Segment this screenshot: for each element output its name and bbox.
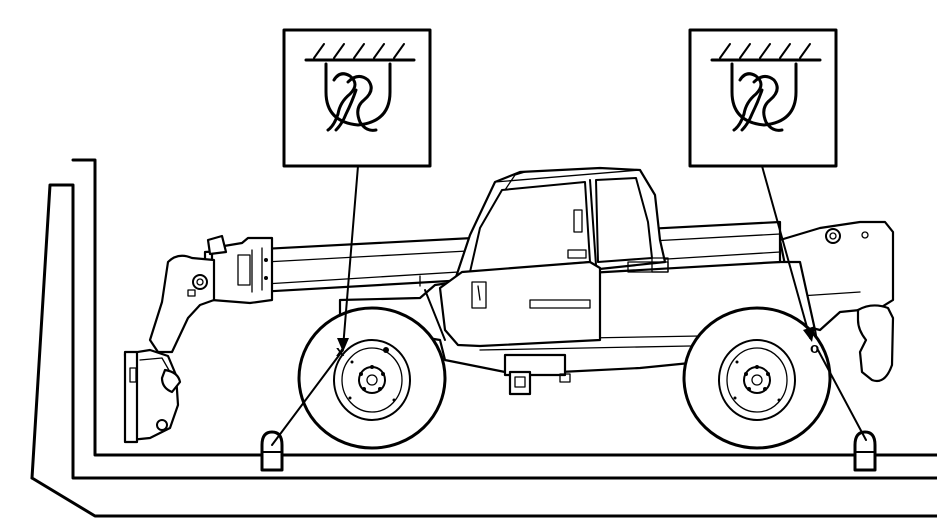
front-tie-down-callout [282,28,432,352]
rear-tie-down-callout [688,28,838,342]
front-wheel [297,306,447,450]
fork-carriage-arm [123,254,216,444]
rear-tie-down-strap: o [810,340,867,441]
rear-wheel [682,306,832,450]
front-tie-down-strap: x [271,343,345,446]
front-tie-down-point-marker: x [336,343,345,360]
front-wheel-chock [260,430,284,472]
rear-tie-down-point-marker: o [810,340,819,357]
operator-cab [424,166,669,348]
telehandler-vehicle [123,166,895,450]
rear-wheel-chock [853,430,877,472]
trailer-platform [30,158,937,518]
